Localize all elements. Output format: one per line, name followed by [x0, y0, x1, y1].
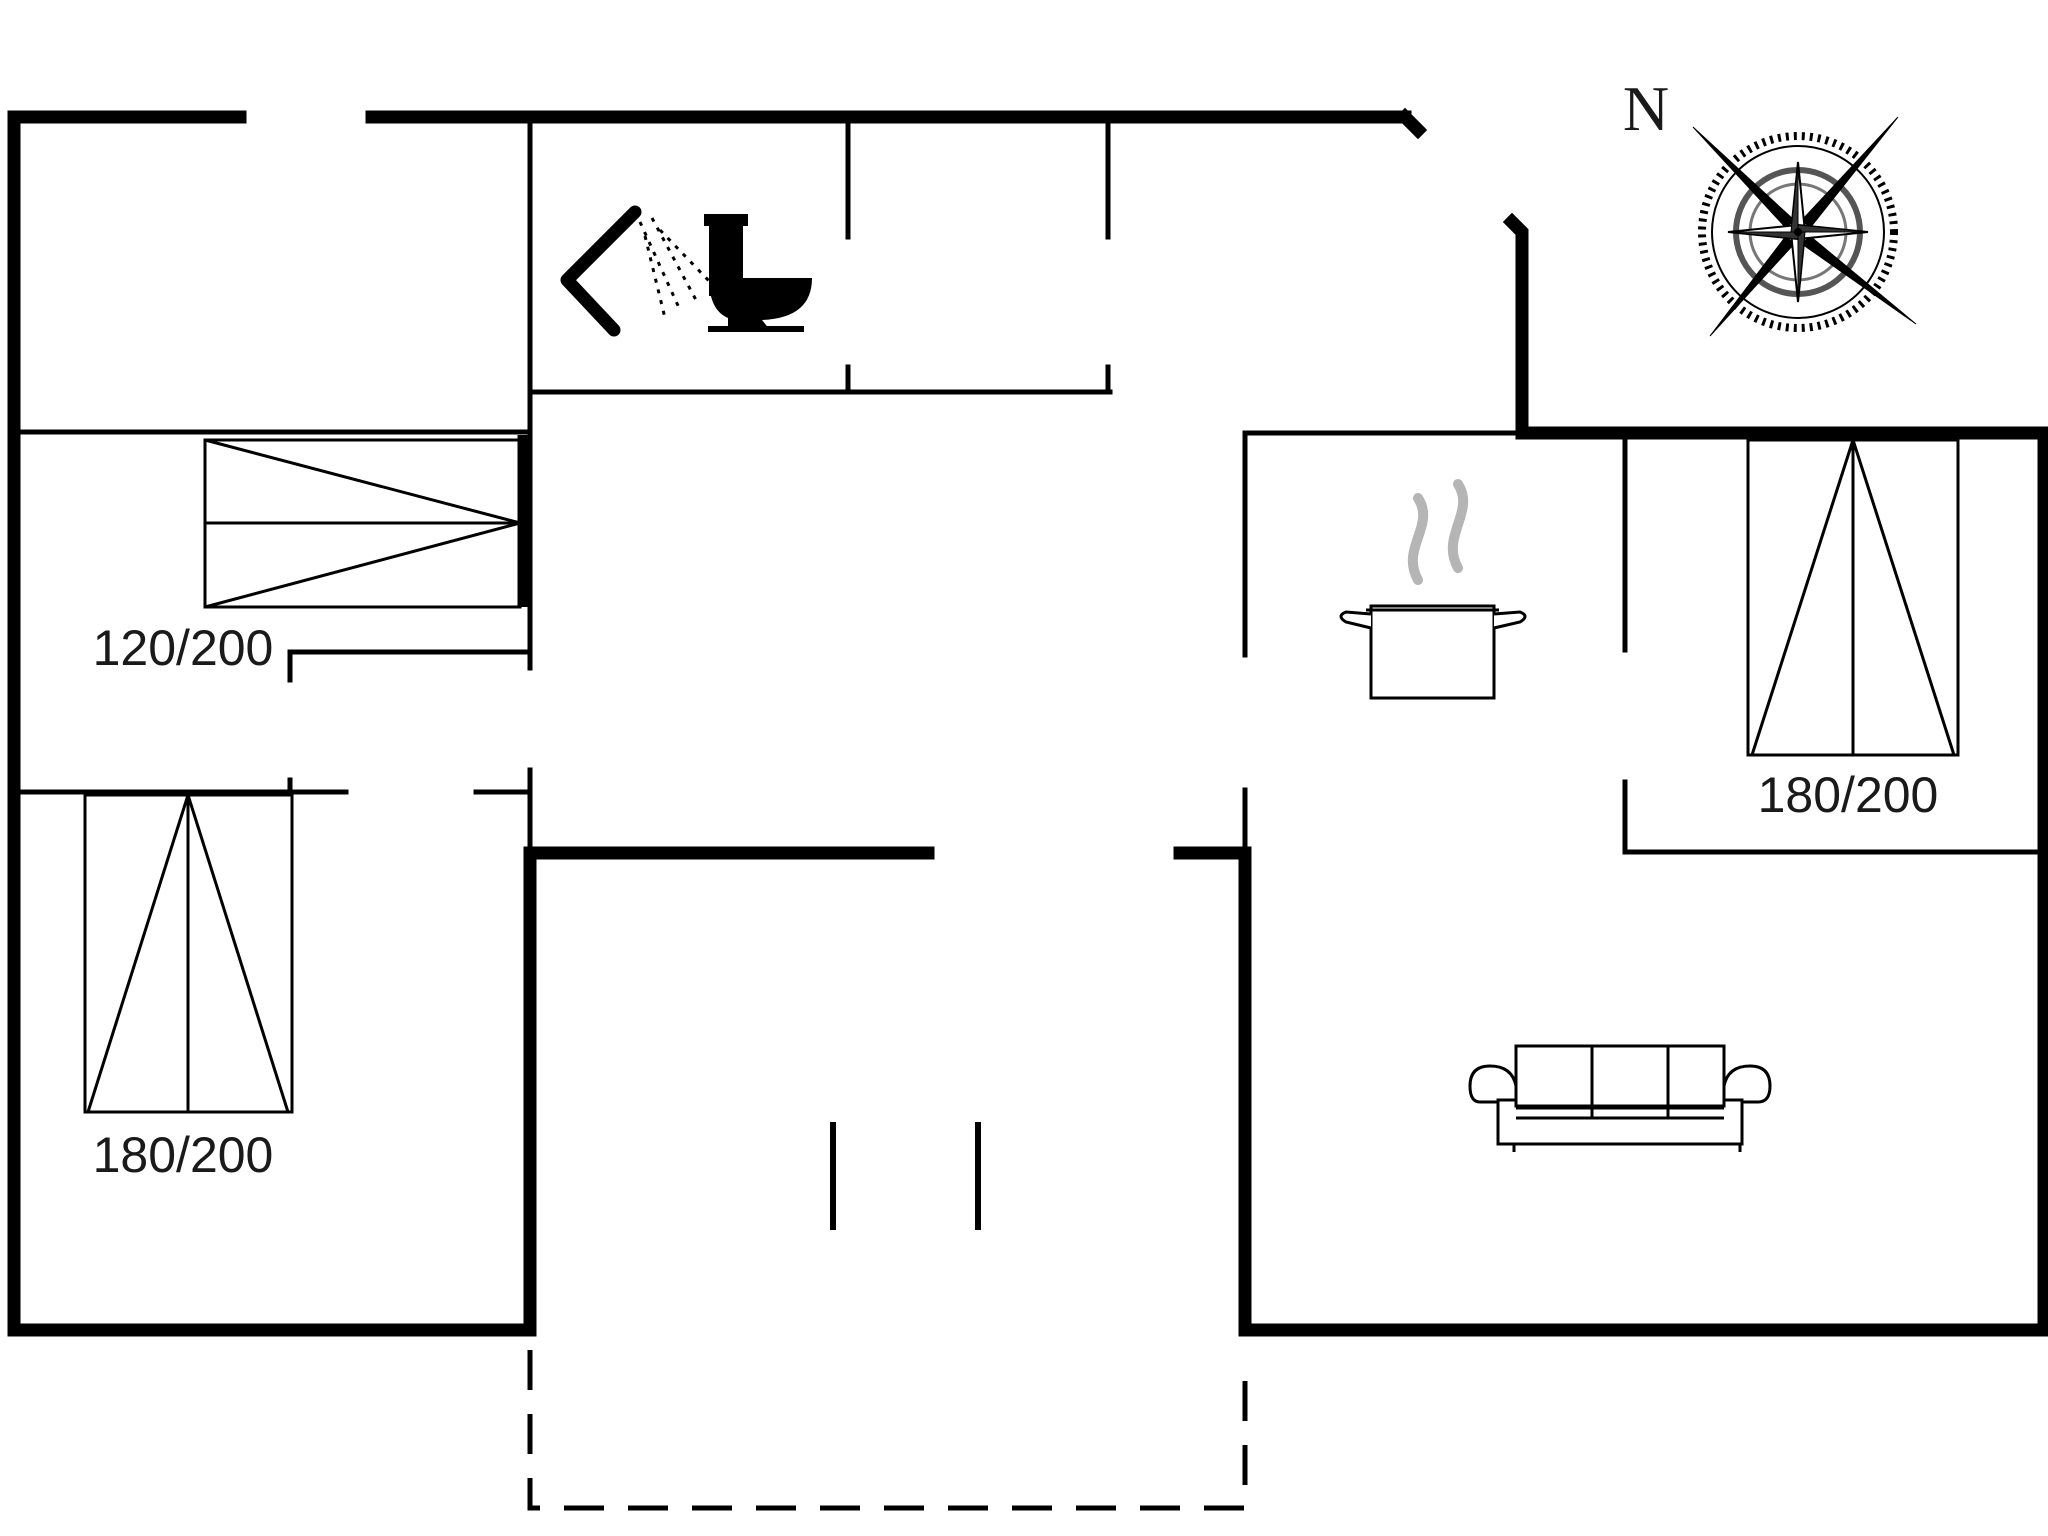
- single-bed-diagonal-bottom: [204, 521, 521, 609]
- double-bed-southwest-right-diagonal: [186, 794, 290, 1113]
- single-bed: [203, 438, 522, 609]
- shower-icon: [560, 205, 712, 337]
- double-bed-east-label: 180/200: [1758, 767, 1939, 823]
- wall-wardrobe-stub: [287, 649, 533, 683]
- wall-north-chamfer: [1395, 107, 1428, 140]
- wall-northeast: [1173, 212, 2048, 1337]
- exterior-walls: [7, 107, 2048, 1337]
- wall-east-bedroom-south: [1622, 779, 2047, 855]
- terrace-outline: [527, 1350, 1248, 1511]
- double-bed-east-right-diagonal: [1851, 439, 1956, 756]
- sofa-icon: [1468, 1044, 1772, 1152]
- double-bed-east: [1746, 438, 1960, 757]
- double-bed-east-left-diagonal: [1750, 439, 1855, 756]
- double-bed-southwest-label: 180/200: [93, 1127, 274, 1183]
- compass-north-label: N: [1623, 73, 1669, 144]
- interior-walls: [11, 114, 2047, 856]
- hallway-marks: [830, 1122, 981, 1230]
- double-bed-southwest-left-diagonal: [86, 794, 190, 1113]
- wall-north-west: [7, 110, 935, 1337]
- cooking-pot-icon: [1339, 479, 1527, 700]
- compass-rose-icon: [1692, 116, 1917, 337]
- double-bed-southwest: [83, 793, 294, 1114]
- single-bed-label: 120/200: [93, 620, 274, 676]
- toilet-icon: [704, 214, 812, 332]
- single-bed-diagonal-top: [204, 438, 521, 525]
